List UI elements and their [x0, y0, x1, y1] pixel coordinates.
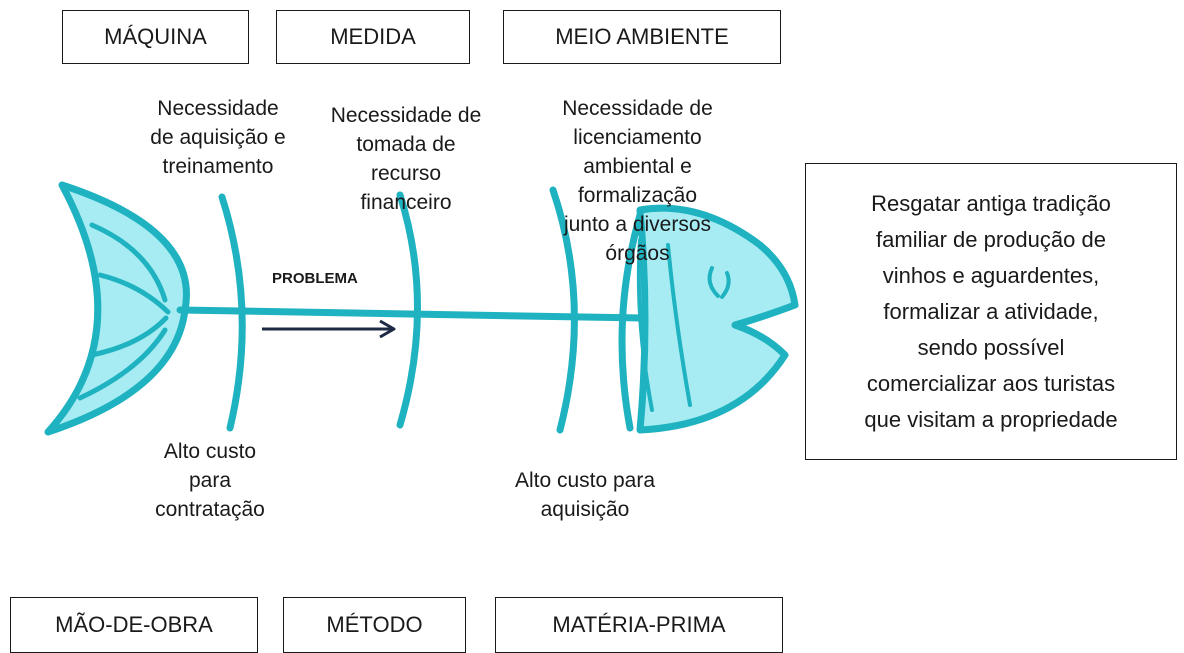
category-meio-ambiente: MEIO AMBIENTE	[503, 10, 781, 64]
category-metodo: MÉTODO	[283, 597, 466, 653]
category-maquina: MÁQUINA	[62, 10, 249, 64]
rib-2	[396, 191, 421, 429]
category-medida: MEDIDA	[276, 10, 470, 64]
fish-tail	[44, 181, 190, 436]
category-mao-de-obra: MÃO-DE-OBRA	[10, 597, 258, 653]
cause-mao-de-obra: Alto custo para contratação	[155, 440, 265, 521]
fish-head	[618, 204, 799, 434]
rib-3	[549, 186, 578, 434]
effect-text: Resgatar antiga tradição familiar de pro…	[864, 190, 1118, 432]
rib-1	[218, 193, 246, 432]
effect-box: Resgatar antiga tradição familiar de pro…	[805, 163, 1177, 460]
cause-meio-ambiente: Necessidade de licenciamento ambiental e…	[562, 97, 713, 265]
problem-label: PROBLEMA	[272, 270, 358, 287]
fish-spine	[176, 306, 644, 322]
category-materia-prima: MATÉRIA-PRIMA	[495, 597, 783, 653]
problem-arrow	[262, 319, 396, 339]
cause-medida: Necessidade de tomada de recurso finance…	[330, 104, 482, 214]
cause-materia-prima: Alto custo para aquisição	[514, 469, 656, 521]
cause-maquina: Necessidade de aquisição e treinamento	[150, 97, 286, 178]
